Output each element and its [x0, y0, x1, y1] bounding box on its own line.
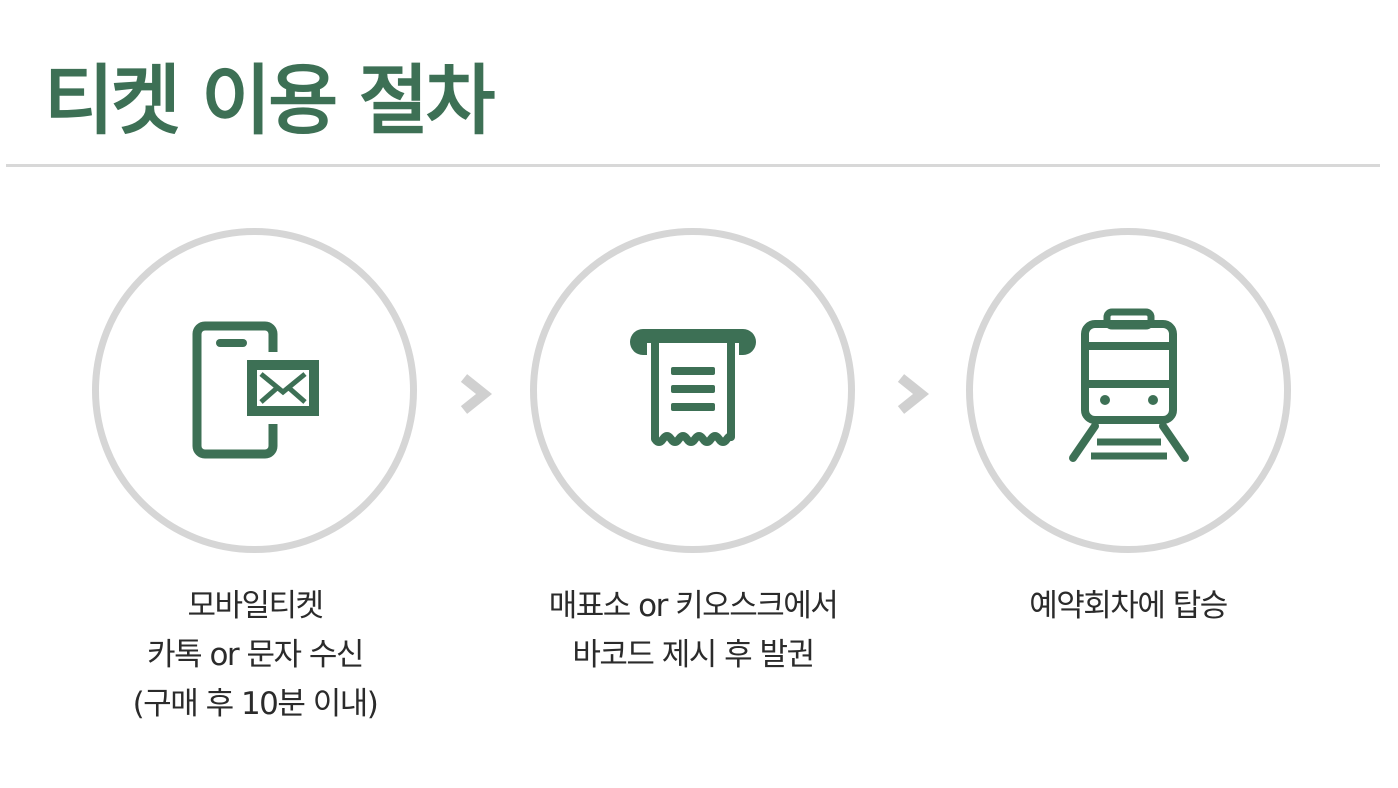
step-2-caption: 매표소 or 키오스크에서 바코드 제시 후 발권 [483, 582, 903, 680]
step-1-caption-line-1: 모바일티켓 [187, 588, 324, 624]
step-1-caption-line-2: 카톡 or 문자 수신 [147, 637, 364, 673]
chevron-right-icon [897, 374, 930, 414]
step-1-circle [92, 228, 417, 553]
page-title: 티켓 이용 절차 [44, 56, 495, 145]
step-1-caption: 모바일티켓 카톡 or 문자 수신 (구매 후 10분 이내) [45, 582, 465, 729]
step-2-circle [530, 228, 855, 553]
title-divider [6, 164, 1380, 167]
step-3-caption-line-1: 예약회차에 탑승 [1029, 588, 1228, 624]
step-3-circle [966, 228, 1291, 553]
receipt-icon [629, 328, 756, 446]
step-2-caption-line-2: 바코드 제시 후 발권 [572, 637, 815, 673]
step-3-caption: 예약회차에 탑승 [918, 582, 1338, 631]
step-1-caption-line-3: (구매 후 10분 이내) [132, 686, 379, 722]
step-2-caption-line-1: 매표소 or 키오스크에서 [548, 588, 839, 624]
chevron-right-icon [460, 374, 493, 414]
mobile-message-icon [192, 321, 324, 458]
train-icon [1068, 308, 1189, 462]
